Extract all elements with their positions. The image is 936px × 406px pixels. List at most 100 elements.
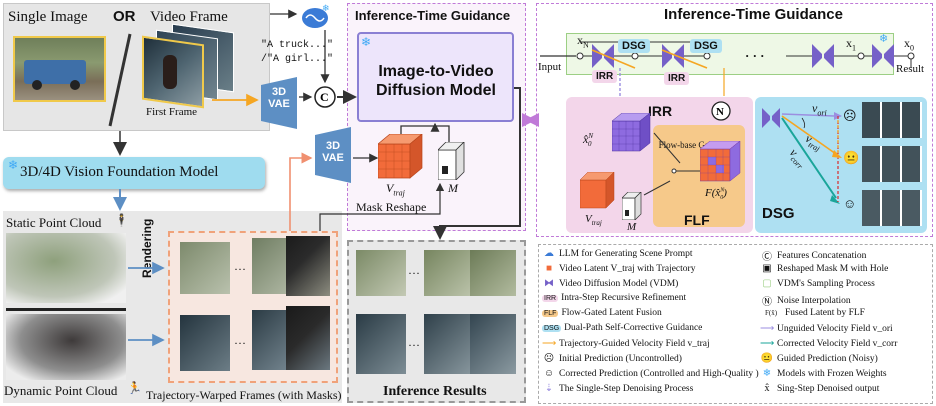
noisy-face-icon: 😐 <box>760 353 774 364</box>
vdm-icon: ⧓ <box>544 278 554 289</box>
denoised-icon: x̂ <box>764 383 770 394</box>
or-label: OR <box>113 8 136 25</box>
foundation-snowflake-icon: ❄ <box>8 158 19 172</box>
legend-item: ☁LLM for Generating Scene Prompt <box>544 248 693 259</box>
result-frame <box>356 314 406 374</box>
or-divider <box>108 33 132 127</box>
irr-chip: IRR <box>664 72 690 85</box>
divider-line <box>6 308 126 311</box>
runner-silhouette <box>163 55 177 89</box>
legend-item: ⟶Trajectory-Guided Velocity Field v_traj <box>542 338 710 349</box>
warped-frames-label: Trajectory-Warped Frames (with Masks) <box>146 388 342 402</box>
x1-label: x1 <box>846 36 856 53</box>
legend-item: ☺Corrected Prediction (Controlled and Hi… <box>543 368 759 379</box>
noise-icon: Ⓝ <box>762 297 772 308</box>
result-frame <box>470 314 516 374</box>
dynamic-point-cloud-image <box>6 314 126 380</box>
vtraj-label: Vtraj <box>386 181 405 198</box>
noisy-face-icon: 😐 <box>843 150 860 165</box>
legend-item: ☹Initial Prediction (Uncontrolled) <box>543 353 682 364</box>
dsg-frames <box>862 190 922 226</box>
legend-panel <box>538 244 933 404</box>
dynamic-point-cloud-label: Dynamic Point Cloud <box>4 383 118 398</box>
truck-wheel <box>32 80 42 90</box>
result-frame <box>424 314 470 374</box>
vae-label-top: 3D VAE <box>268 86 290 110</box>
input-label: Input <box>538 61 562 73</box>
legend-item: ⧓Video Diffusion Model (VDM) <box>544 278 679 289</box>
fused-cube <box>700 141 741 182</box>
corrected-face-icon: ☺ <box>843 196 857 211</box>
diffusion-model-label: Image-to-Video Diffusion Model <box>376 63 496 99</box>
static-point-cloud-label: Static Point Cloud <box>6 215 102 230</box>
sampling-icon: ▢ <box>762 278 772 289</box>
concat-icon: Ⓒ <box>762 252 772 263</box>
irr-chip: IRR <box>542 294 559 302</box>
prompt-text-1: "A truck..." <box>261 40 334 51</box>
initial-face-icon: ☹ <box>543 353 555 364</box>
denoised-cube <box>612 113 651 152</box>
prompt-text-2: /"A girl..." <box>261 54 334 65</box>
single-step-arrow-icon: ⇣ <box>544 383 554 394</box>
result-frame <box>424 250 470 296</box>
legend-item: 😐Guided Prediction (Noisy) <box>760 353 878 364</box>
mask-reshape-label: Mask Reshape <box>356 200 427 214</box>
svg-text:C: C <box>320 90 329 104</box>
truck-wheel <box>70 80 80 90</box>
warped-frame <box>180 315 230 371</box>
legend-item: ▢VDM's Sampling Process <box>760 278 875 289</box>
flf-title: FLF <box>684 212 710 228</box>
vtraj-label: Vtraj <box>585 213 602 228</box>
unguided-arrow-icon: ⟶ <box>760 323 775 334</box>
result-frame <box>356 250 406 296</box>
irr-chip: IRR <box>592 70 618 83</box>
vae-label-bottom: 3D VAE <box>322 140 344 164</box>
mask-icon: ▣ <box>762 263 772 274</box>
ellipsis: ··· <box>408 266 420 280</box>
gate-switch <box>643 132 700 196</box>
dsg-chip: DSG <box>690 39 722 53</box>
video-frame-label: Video Frame <box>150 9 228 25</box>
first-frame-label: First Frame <box>146 106 198 118</box>
diffusion-model-box <box>357 32 514 122</box>
latent-cube <box>378 134 423 179</box>
fused-icon: F(x̂) <box>764 309 778 317</box>
middle-guidance-title: Inference-Time Guidance <box>355 8 511 23</box>
mask-cube <box>438 142 465 180</box>
foundation-model-label: 3D/4D Vision Foundation Model <box>20 164 219 180</box>
dsg-title: DSG <box>762 205 795 222</box>
svg-text:N: N <box>716 106 724 118</box>
sampling-snowflake-icon: ❄ <box>879 33 889 45</box>
llm-icon: ☁ <box>544 248 554 259</box>
dsg-chip: DSG <box>618 39 650 53</box>
static-point-cloud-image <box>6 233 126 303</box>
legend-item: F(x̂)Fused Latent by FLF <box>760 308 865 318</box>
ellipsis: ··· <box>234 262 246 276</box>
warped-frame <box>252 310 292 370</box>
vae-block-bottom <box>315 127 351 183</box>
result-frame <box>470 250 516 296</box>
mask-label: M <box>448 181 458 195</box>
warped-frame <box>252 238 292 294</box>
dsg-frames <box>862 146 922 182</box>
legend-item: x̂Sing-Step Denoised output <box>760 383 880 394</box>
mask-cube <box>622 192 642 220</box>
vae-block-top <box>261 77 297 129</box>
model-snowflake-icon: ❄ <box>361 35 372 49</box>
warped-frame <box>180 242 230 294</box>
person-icon: 🕴 <box>114 213 129 227</box>
legend-item: ■Video Latent V_traj with Trajectory <box>542 263 695 274</box>
legend-item: ▣Reshaped Mask M with Hole <box>760 263 888 274</box>
right-guidance-title: Inference-Time Guidance <box>664 6 843 23</box>
traj-arrow-icon: ⟶ <box>542 338 557 349</box>
corr-arrow-icon: ⟶ <box>760 338 775 349</box>
runner-icon: 🏃 <box>127 381 142 395</box>
corrected-face-icon: ☺ <box>543 368 555 379</box>
xhat-label: x̂N0 <box>583 132 593 149</box>
x0-label: x0 <box>904 36 914 53</box>
dsg-vector-diagram <box>762 108 842 204</box>
warped-frame <box>286 236 330 296</box>
